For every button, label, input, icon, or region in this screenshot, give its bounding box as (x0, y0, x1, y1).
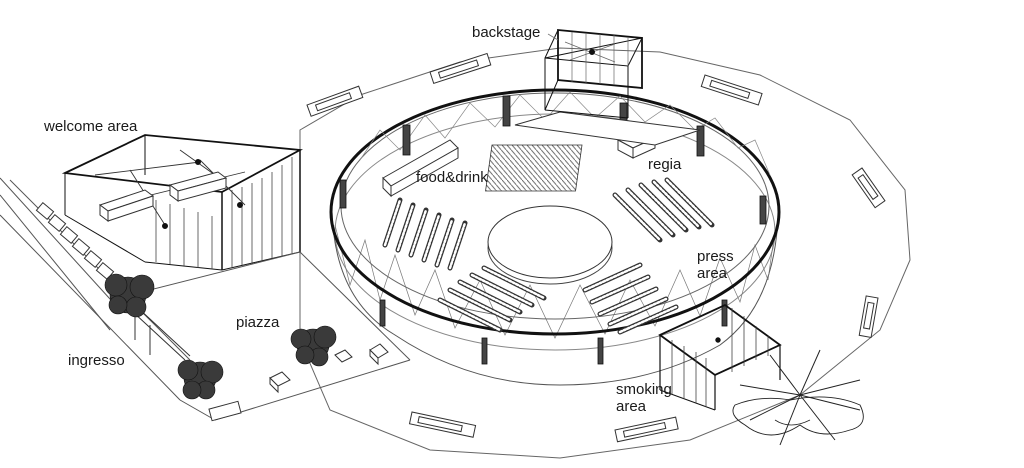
food-drink-counter (382, 139, 459, 198)
label-welcome-area: welcome area (44, 118, 138, 135)
backstage-structure (544, 29, 643, 119)
welcome-area-pavilion (61, 134, 304, 271)
label-press-area: press area (697, 248, 734, 282)
backstage-ramp (514, 111, 701, 146)
label-smoking-area-line2: area (616, 398, 647, 415)
sculpture-tree (732, 349, 864, 446)
label-press-area-line1: press (697, 248, 734, 265)
label-smoking-area: smoking area (616, 381, 672, 415)
label-food-drink: food&drink (416, 169, 488, 186)
seating-blocks (382, 144, 715, 335)
label-leaders (547, 33, 559, 41)
label-press-area-line2: area (697, 265, 728, 282)
entrance-barriers (35, 201, 242, 422)
label-smoking-area-line1: smoking (616, 381, 672, 398)
label-ingresso: ingresso (68, 352, 125, 369)
perimeter-planters (306, 52, 886, 443)
label-piazza: piazza (236, 314, 280, 331)
smoking-area-pavilion (658, 303, 782, 411)
main-tent (329, 88, 781, 386)
outer-site-boundary (299, 47, 911, 459)
piazza-seating (269, 343, 389, 394)
label-backstage: backstage (472, 24, 541, 41)
trees (104, 273, 337, 400)
label-regia: regia (648, 156, 682, 173)
